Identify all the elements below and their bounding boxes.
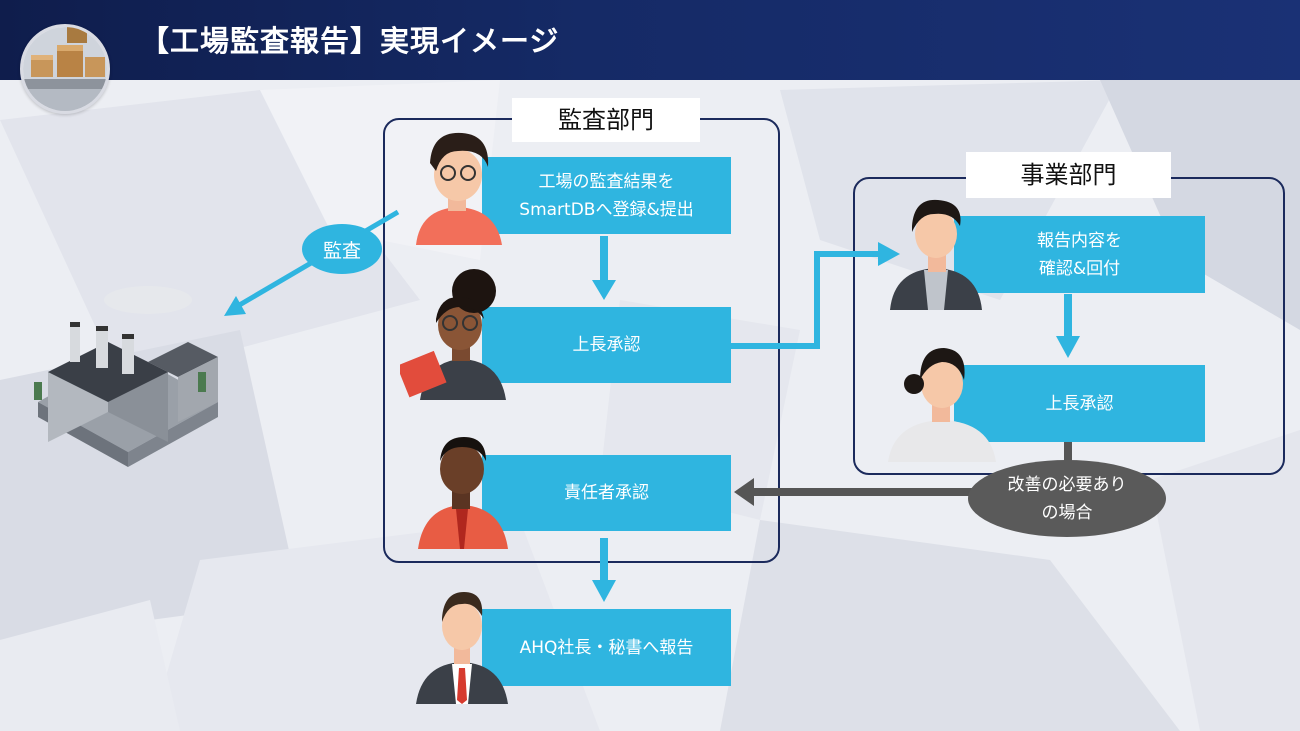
bubble-text: の場合 xyxy=(1041,502,1093,523)
person-auditor-icon xyxy=(416,132,502,245)
improvement-needed-bubble: 改善の必要あり の場合 xyxy=(968,460,1166,537)
person-supervisor-icon xyxy=(400,269,506,400)
bubble-text: 改善の必要あり xyxy=(1007,474,1127,495)
step-text: 上長承認 xyxy=(572,335,641,355)
step-register-submit: 工場の監査結果を SmartDBへ登録&提出 xyxy=(482,157,731,234)
step-review-route: 報告内容を 確認&回付 xyxy=(954,216,1205,293)
person-business-supervisor-icon xyxy=(888,348,996,462)
person-business-reviewer-icon xyxy=(890,199,982,310)
step-text: 工場の監査結果を xyxy=(538,171,675,192)
step-text: SmartDBへ登録&提出 xyxy=(519,199,694,220)
business-dept-label: 事業部門 xyxy=(966,152,1171,198)
factory-building-icon xyxy=(34,286,218,467)
step-manager-approval: 責任者承認 xyxy=(482,455,731,531)
step-text: 確認&回付 xyxy=(1038,258,1121,279)
step-report-ahq: AHQ社長・秘書へ報告 xyxy=(482,609,731,686)
person-president-icon xyxy=(416,592,508,704)
step-text: 報告内容を xyxy=(1037,230,1122,251)
step-business-supervisor-approval: 上長承認 xyxy=(954,365,1205,442)
step-supervisor-approval: 上長承認 xyxy=(482,307,731,383)
page-title: 【工場監査報告】実現イメージ xyxy=(140,24,560,58)
factory-boxes-icon xyxy=(20,24,110,114)
header-bar: 【工場監査報告】実現イメージ xyxy=(0,0,1300,80)
step-text: AHQ社長・秘書へ報告 xyxy=(519,637,694,658)
audit-dept-label: 監査部門 xyxy=(512,98,700,142)
audit-bubble: 監査 xyxy=(302,224,382,274)
step-text: 上長承認 xyxy=(1045,393,1114,414)
person-manager-icon xyxy=(418,437,508,549)
step-text: 責任者承認 xyxy=(564,483,649,503)
